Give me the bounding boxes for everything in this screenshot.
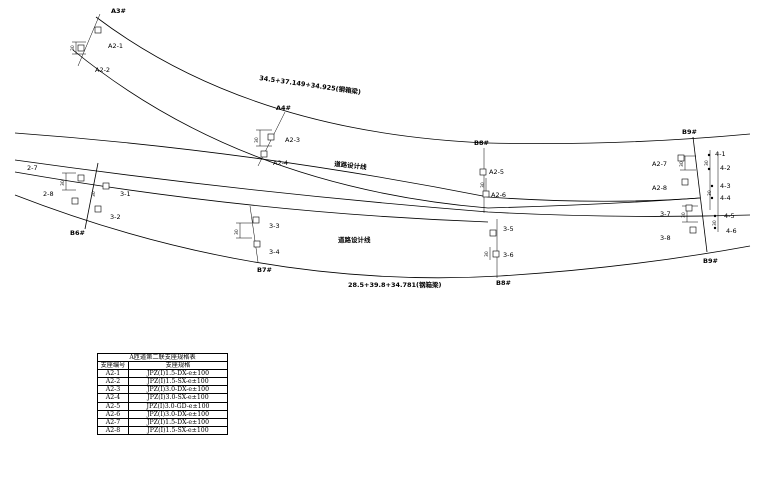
svg-text:30: 30 <box>91 191 97 197</box>
pier-line-b7 <box>249 205 259 263</box>
bearing-label-a2-3: A2-3 <box>285 136 300 144</box>
bearing-label-2-8: 2-8 <box>43 190 54 198</box>
lower-ramp-edge-4 <box>14 194 751 279</box>
bearing-3-7[interactable] <box>685 204 693 212</box>
bearing-label-3-1: 3-1 <box>120 190 131 198</box>
bearing-3-8[interactable] <box>689 226 697 234</box>
bearing-3-4[interactable] <box>253 240 261 248</box>
bearing-label-a2-4: A2-4 <box>273 159 288 167</box>
bearing-label-a2-1: A2-1 <box>108 42 123 50</box>
bearing-a2-6[interactable] <box>482 190 490 198</box>
bearing-label-a2-5: A2-5 <box>489 168 504 176</box>
pier-label-b8-lower: B8# <box>496 279 511 287</box>
bearing-label-3-8: 3-8 <box>660 234 671 242</box>
svg-text:30: 30 <box>707 190 713 196</box>
bearing-label-a2-6: A2-6 <box>491 191 506 199</box>
bearing-label-3-7: 3-7 <box>660 210 671 218</box>
upper-mileage-note: 34.5+37.149+34.925(钢箱梁) <box>259 73 362 96</box>
lower-ramp-edge-2 <box>14 159 751 217</box>
table-title-row: A匝道第二联支座规格表 <box>97 352 228 363</box>
bearing-label-3-3: 3-3 <box>269 222 280 230</box>
bearing-3-5[interactable] <box>489 229 497 237</box>
svg-text:30: 30 <box>704 160 710 166</box>
dimension-values: 30 30 30 30 30 30 30 30 30 30 30 30 <box>60 45 718 257</box>
pier-label-b8-upper: B8# <box>474 139 489 147</box>
svg-text:30: 30 <box>254 137 260 143</box>
bearing-2-8[interactable] <box>71 197 79 205</box>
pier-label-b7: B7# <box>257 266 272 274</box>
bearing-label-4-1: 4-1 <box>715 150 726 158</box>
bearing-label-4-2: 4-2 <box>720 164 731 172</box>
bearing-a2-8[interactable] <box>681 178 689 186</box>
bearing-label-3-2: 3-2 <box>110 213 121 221</box>
pier-line-b9 <box>692 136 708 253</box>
bearing-label-4-5: 4-5 <box>724 212 735 220</box>
svg-text:30: 30 <box>712 220 718 226</box>
bearing-label-a2-7: A2-7 <box>652 160 667 168</box>
pier-label-b6: B6# <box>70 229 85 237</box>
column-header-spec: 支座规格 <box>128 361 228 371</box>
bearing-a2-3[interactable] <box>267 133 275 141</box>
lower-road-design-line: 道路设计线 <box>338 235 371 244</box>
pier-label-a3: A3# <box>111 7 126 15</box>
bearing-label-2-7: 2-7 <box>27 164 38 172</box>
table-header-row: 支座编号 支座规格 <box>97 361 228 371</box>
bearing-label-3-5: 3-5 <box>503 225 514 233</box>
svg-text:30: 30 <box>480 182 486 188</box>
bearing-label-a2-2: A2-2 <box>95 66 110 74</box>
column-header-id: 支座编号 <box>97 361 129 371</box>
bearing-a2-2[interactable] <box>77 44 85 52</box>
lower-ramp-edge-1 <box>14 132 701 202</box>
bearing-3-3[interactable] <box>252 216 260 224</box>
bearing-label-a2-8: A2-8 <box>652 184 667 192</box>
bearing-a2-4[interactable] <box>260 150 268 158</box>
pier-label-b9-lower: B9# <box>703 257 718 265</box>
bearing-label-4-6: 4-6 <box>726 227 737 235</box>
upper-road-design-line: 道路设计线 <box>334 159 368 171</box>
pier-label-b9-upper: B9# <box>682 128 697 136</box>
lower-ramp-edge-3 <box>14 171 489 223</box>
bearing-label-4-3: 4-3 <box>720 182 731 190</box>
table-title: A匝道第二联支座规格表 <box>97 352 228 363</box>
svg-text:30: 30 <box>234 229 240 235</box>
bearing-a2-5[interactable] <box>479 168 487 176</box>
bearing-3-1[interactable] <box>102 182 110 190</box>
bearing-2-7[interactable] <box>77 174 85 182</box>
svg-text:30: 30 <box>679 161 685 167</box>
pier-line-a3 <box>77 13 101 67</box>
bearing-a2-1[interactable] <box>94 26 102 34</box>
svg-text:30: 30 <box>60 180 66 186</box>
upper-ramp-edge-outer <box>95 16 751 144</box>
bearing-3-2[interactable] <box>94 205 102 213</box>
upper-ramp-edge-inner <box>72 49 701 209</box>
bearing-label-4-4: 4-4 <box>720 194 731 202</box>
svg-text:30: 30 <box>484 251 490 257</box>
bearing-3-6[interactable] <box>492 250 500 258</box>
bearing-a2-7[interactable] <box>677 154 685 162</box>
dimension-marks <box>62 41 719 260</box>
bearing-label-3-6: 3-6 <box>503 251 514 259</box>
svg-text:30: 30 <box>70 45 76 51</box>
svg-text:30: 30 <box>681 212 687 218</box>
lower-mileage-note: 28.5+39.8+34.781(钢箱梁) <box>348 280 442 289</box>
pier-line-b6 <box>84 162 99 230</box>
bearing-label-3-4: 3-4 <box>269 248 280 256</box>
bearing-symbols <box>71 26 717 258</box>
pier-label-a4: A4# <box>276 104 291 112</box>
